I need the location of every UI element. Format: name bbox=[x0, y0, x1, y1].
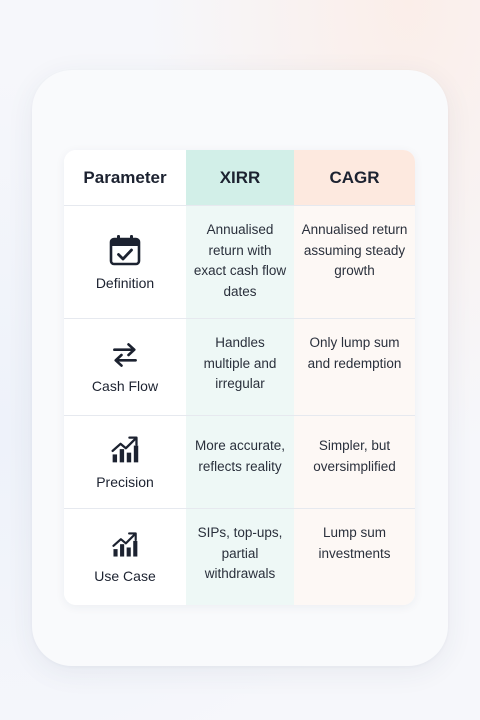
xirr-cell: Handles multiple and irregular bbox=[186, 319, 294, 415]
row-divider bbox=[64, 205, 415, 206]
row-divider bbox=[64, 318, 415, 319]
cagr-cell: Simpler, but oversimplified bbox=[294, 416, 415, 508]
comparison-table: Parameter XIRR CAGR Definition Annualise… bbox=[64, 150, 415, 605]
cagr-cell: Only lump sum and redemption bbox=[294, 319, 415, 415]
table-row: Use Case SIPs, top-ups, partial withdraw… bbox=[64, 509, 415, 605]
table-header-row: Parameter XIRR CAGR bbox=[64, 150, 415, 205]
parameter-cell: Use Case bbox=[64, 509, 186, 605]
header-cagr: CAGR bbox=[294, 150, 415, 205]
parameter-label: Definition bbox=[95, 275, 155, 291]
row-divider bbox=[64, 508, 415, 509]
table-row: Precision More accurate, reflects realit… bbox=[64, 416, 415, 508]
growth-chart-icon bbox=[112, 532, 138, 557]
calendar-check-icon bbox=[109, 235, 141, 266]
header-parameter: Parameter bbox=[64, 150, 186, 205]
parameter-label: Cash Flow bbox=[91, 378, 159, 394]
xirr-cell: More accurate, reflects reality bbox=[186, 416, 294, 508]
cagr-cell: Annualised return assuming steady growth bbox=[294, 206, 415, 318]
table-row: Cash Flow Handles multiple and irregular… bbox=[64, 319, 415, 415]
parameter-cell: Definition bbox=[64, 206, 186, 318]
parameter-cell: Cash Flow bbox=[64, 319, 186, 415]
xirr-cell: Annualised return with exact cash flow d… bbox=[186, 206, 294, 318]
parameter-cell: Precision bbox=[64, 416, 186, 508]
header-xirr: XIRR bbox=[186, 150, 294, 205]
table-row: Definition Annualised return with exact … bbox=[64, 206, 415, 318]
xirr-text: Handles multiple and irregular bbox=[203, 335, 277, 391]
row-divider bbox=[64, 415, 415, 416]
xirr-text: SIPs, top-ups, partial withdrawals bbox=[197, 525, 283, 581]
xirr-text: Annualised return with exact cash flow d… bbox=[193, 222, 287, 299]
xirr-cell: SIPs, top-ups, partial withdrawals bbox=[186, 509, 294, 605]
cagr-text: Lump sum investments bbox=[318, 525, 391, 561]
cagr-cell: Lump sum investments bbox=[294, 509, 415, 605]
cagr-text: Only lump sum and redemption bbox=[307, 335, 402, 371]
cagr-text: Simpler, but oversimplified bbox=[313, 438, 396, 474]
growth-chart-icon bbox=[111, 436, 139, 463]
cagr-text: Annualised return assuming steady growth bbox=[301, 222, 408, 278]
parameter-label: Precision bbox=[96, 474, 154, 490]
xirr-text: More accurate, reflects reality bbox=[194, 438, 286, 474]
parameter-label: Use Case bbox=[94, 568, 156, 584]
transfer-arrows-icon bbox=[113, 343, 137, 367]
